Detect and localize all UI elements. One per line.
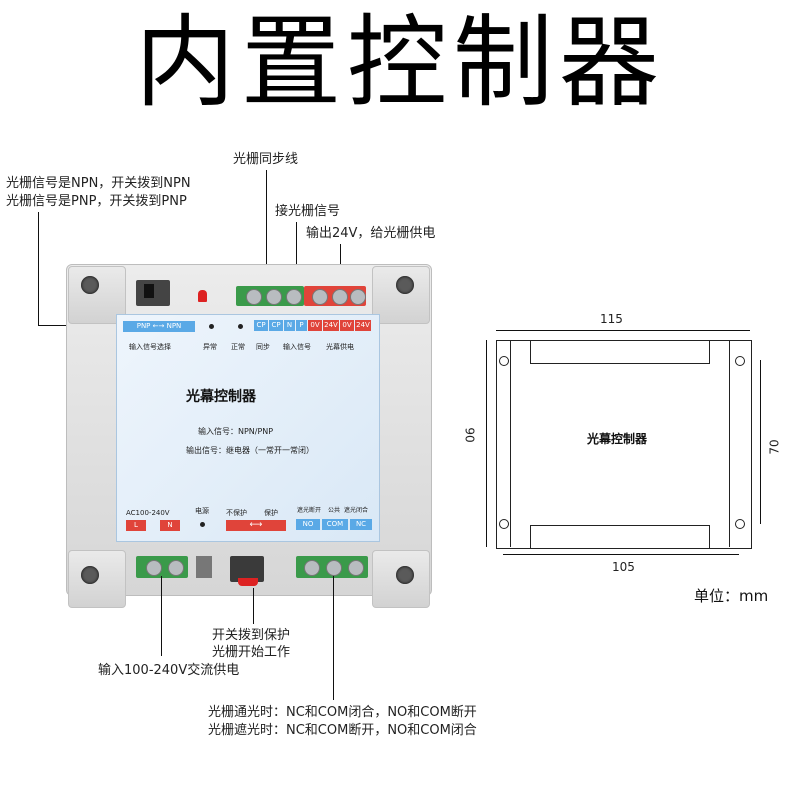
mount-hole-icon: [735, 356, 745, 366]
screw-icon: [326, 560, 342, 576]
screw-icon: [312, 289, 328, 305]
sync-annotation: 光栅同步线: [233, 152, 299, 167]
screw-icon: [246, 289, 262, 305]
drawing-bottom-slot: [530, 525, 710, 549]
pin-label-row: CP CP N P 0V 24V 0V 24V: [254, 320, 374, 332]
pin-label: 24V: [355, 320, 371, 331]
pin-label: N: [284, 320, 295, 331]
npn-annotation-line2: 光栅信号是PNP，开关拨到PNP: [6, 194, 187, 209]
dim-height-left: 90: [462, 427, 477, 443]
panel-label-error: 异常: [203, 343, 217, 351]
dim-line-top: [496, 330, 750, 331]
panel-label-normal: 正常: [231, 343, 245, 351]
panel-output-text: 输出信号：继电器（一常开一常闭）: [186, 446, 314, 455]
drawing-inner-outline: [510, 340, 730, 547]
mount-hole-icon: [396, 566, 414, 584]
screw-icon: [348, 560, 364, 576]
screw-icon: [146, 560, 162, 576]
protect-label: 保护: [264, 509, 278, 517]
led-icon: [198, 290, 207, 302]
screw-icon: [304, 560, 320, 576]
panel-input-text: 输入信号：NPN/PNP: [198, 427, 274, 436]
switch-annotation-line2: 光栅开始工作: [212, 645, 291, 660]
fuse-icon: [196, 556, 212, 578]
screw-icon: [266, 289, 282, 305]
npn-leader-vertical: [38, 212, 39, 326]
relay-pin-no: NO: [296, 519, 320, 530]
pnp-npn-label: PNP ←→ NPN: [123, 321, 195, 332]
switch-tab-icon: [238, 578, 258, 586]
drawing-top-slot: [530, 340, 710, 364]
mount-hole-icon: [81, 276, 99, 294]
drawing-center-label: 光幕控制器: [587, 432, 648, 446]
no-protect-label: 不保护: [226, 509, 247, 517]
signal-annotation: 接光栅信号: [275, 204, 341, 219]
unit-label: 单位：mm: [694, 587, 769, 605]
dim-line-bottom: [503, 554, 739, 555]
n-terminal-label: N: [160, 520, 180, 531]
relay-leader: [333, 576, 334, 700]
screw-icon: [350, 289, 366, 305]
power-leader: [161, 576, 162, 656]
screw-icon: [168, 560, 184, 576]
l-terminal-label: L: [126, 520, 146, 531]
pin-label: 0V: [308, 320, 322, 331]
page-title: 内置控制器: [135, 4, 665, 121]
pin-label: 24V: [323, 320, 339, 331]
switch-annotation-line1: 开关拨到保护: [212, 628, 291, 643]
panel-label-curtain-power: 光幕供电: [326, 343, 354, 351]
dim-width-bottom: 105: [612, 560, 635, 574]
mount-hole-icon: [396, 276, 414, 294]
dim-width-top: 115: [600, 312, 623, 326]
dim-height-right: 70: [767, 439, 782, 455]
mount-hole-icon: [499, 356, 509, 366]
screw-icon: [286, 289, 302, 305]
pin-label: CP: [269, 320, 283, 331]
power-label: 电源: [195, 507, 209, 515]
panel-label-input-select: 输入信号选择: [129, 343, 171, 351]
dim-line-left: [486, 340, 487, 547]
npn-annotation-line1: 光栅信号是NPN，开关拨到NPN: [6, 176, 191, 191]
relay-annotation-line2: 光栅遮光时：NC和COM断开，NO和COM闭合: [208, 723, 477, 738]
ac-voltage-label: AC100-240V: [126, 509, 170, 517]
protect-switch[interactable]: [230, 556, 264, 582]
pin-label: CP: [254, 320, 268, 331]
indicator-dot-icon: [209, 324, 214, 329]
relay-header-com: 公共: [328, 507, 341, 514]
switch-knob-icon: [144, 284, 154, 298]
power-indicator-icon: [200, 522, 205, 527]
power-input-annotation: 输入100-240V交流供电: [98, 663, 240, 678]
mount-hole-icon: [81, 566, 99, 584]
mount-hole-icon: [735, 519, 745, 529]
output-24v-annotation: 输出24V，给光栅供电: [306, 226, 436, 241]
mount-hole-icon: [499, 519, 509, 529]
pin-label: P: [296, 320, 307, 331]
panel-title: 光幕控制器: [186, 389, 256, 405]
protect-arrow-icon: ⟷: [226, 520, 286, 531]
dim-line-right: [760, 360, 761, 524]
mount-ear-top-right: [372, 266, 430, 324]
relay-annotation-line1: 光栅通光时：NC和COM闭合，NO和COM断开: [208, 705, 477, 720]
relay-pin-nc: NC: [350, 519, 372, 530]
switch-leader: [253, 588, 254, 624]
relay-pin-com: COM: [322, 519, 348, 530]
sync-leader: [266, 170, 267, 322]
panel-label-sync: 同步: [256, 343, 270, 351]
pin-label: 0V: [340, 320, 354, 331]
relay-header-no: 遮光断开: [297, 507, 322, 514]
screw-icon: [332, 289, 348, 305]
front-panel: [116, 314, 380, 542]
relay-header-nc: 遮光闭合: [344, 507, 369, 514]
panel-label-input-signal: 输入信号: [283, 343, 311, 351]
indicator-dot-icon: [238, 324, 243, 329]
